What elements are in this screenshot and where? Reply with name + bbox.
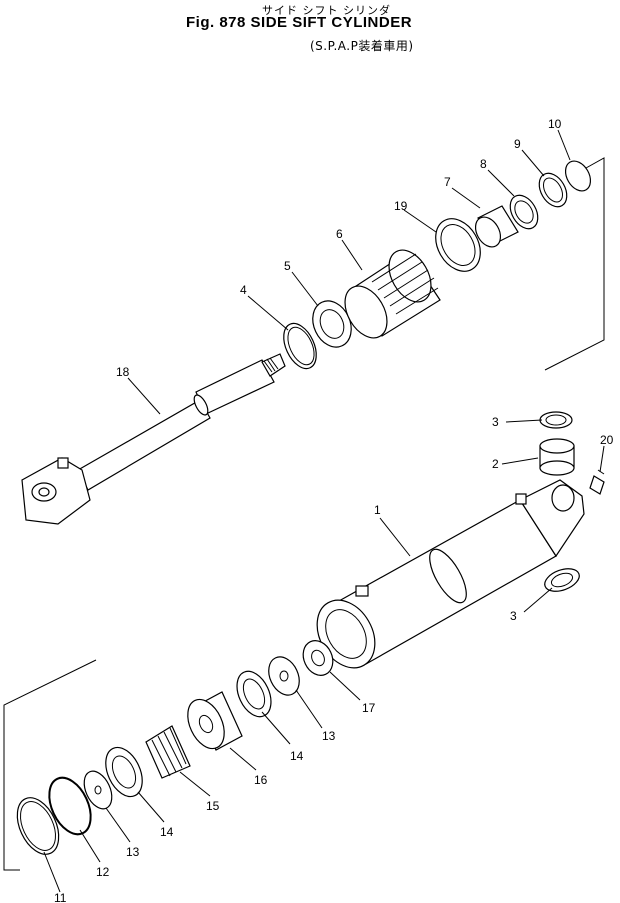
callout-label: 3 [510,609,517,623]
frame-line-bottom [3,659,97,871]
part-19-washer [435,218,481,272]
title-japanese: サイド シフト シリンダ [262,4,391,17]
callout-label: 5 [284,259,291,273]
callout-label: 13 [126,845,140,859]
callout-label: 14 [160,825,174,839]
part-3-seal-lower [544,568,580,592]
callout-label: 19 [394,199,408,213]
part-18-piston-rod [21,353,286,525]
callout-label: 6 [336,227,343,241]
callout-label: 12 [96,865,110,879]
callout-label: 2 [492,457,499,471]
callout-label: 20 [600,433,614,447]
callout-label: 15 [206,799,220,813]
part-2-bushing [539,438,575,476]
callout-label: 4 [240,283,247,297]
callout-label: 3 [492,415,499,429]
part-10-snap-ring [564,160,592,192]
figure-title-block: サイド シフト シリンダ Fig. 878 SIDE SIFT CYLINDER… [0,0,620,60]
callout-labels: 1 2 3 3 4 5 6 7 8 9 10 11 12 13 13 14 14… [54,117,614,903]
leader-lines [43,129,605,893]
part-14-seal-upper [236,670,272,718]
part-8-seal [509,194,539,230]
part-9-ring [538,172,568,208]
part-17-nut [302,640,334,676]
figure-title: Fig. 878 SIDE SIFT CYLINDER [186,14,413,31]
figure-subtitle: (S.P.A.P装着車用) [310,39,414,53]
part-13-washer-upper [268,656,300,696]
callout-label: 10 [548,117,562,131]
callout-label: 13 [322,729,336,743]
callout-label: 18 [116,365,130,379]
callout-label: 7 [444,175,451,189]
callout-label: 8 [480,157,487,171]
part-11-backup-ring [16,797,60,855]
part-12-o-ring [48,776,92,836]
part-6-cylinder-head [344,249,441,339]
callout-label: 16 [254,773,268,787]
callout-label: 1 [374,503,381,517]
part-15-wear-ring [145,725,191,779]
part-1-cylinder-tube [316,479,585,669]
callout-label: 9 [514,137,521,151]
callout-label: 11 [54,891,67,903]
part-4-snap-ring [283,322,317,370]
part-16-piston [187,691,243,751]
callout-label: 17 [362,701,376,715]
callout-label: 14 [290,749,304,763]
part-20-grease-fitting [589,469,605,495]
part-14-seal-lower [105,746,143,798]
part-7-bushing [474,205,519,248]
frame-line-top [544,157,605,371]
part-3-seal-upper [539,411,573,429]
